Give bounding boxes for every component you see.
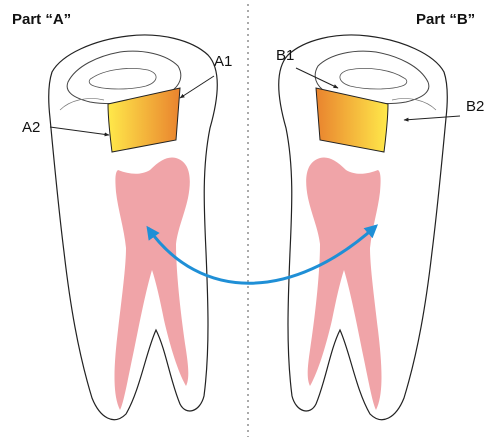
label-a1: A1 [214, 53, 232, 70]
tooth-a [49, 35, 218, 420]
tooth-b [279, 35, 448, 420]
label-b1: B1 [276, 47, 294, 64]
label-b2: B2 [466, 98, 484, 115]
label-a2: A2 [22, 119, 40, 136]
part-b-title: Part “B” [416, 11, 475, 28]
part-a-title: Part “A” [12, 11, 71, 28]
